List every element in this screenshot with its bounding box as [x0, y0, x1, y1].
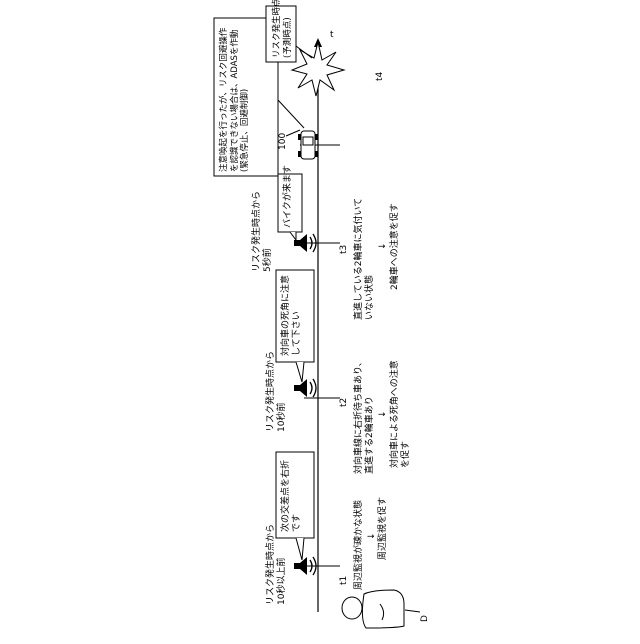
stage2-arrow: ↓	[378, 410, 389, 418]
stage1-action: 周辺監視を促す	[378, 497, 389, 560]
stage2-action: 対向車による死角への注意を促す	[390, 360, 412, 468]
adas-note-text: 注意喚起を行ったが、リスク回避操作を認識できない場合は、ADASを作動(緊急停止…	[219, 28, 251, 172]
stage3-action: 2輪車への注意を促す	[390, 203, 401, 290]
stage2-timing: リスク発生時点から10秒前	[266, 351, 288, 432]
stage3-arrow: ↓	[378, 242, 389, 250]
stage1-timing: リスク発生時点から10秒以上前	[266, 524, 288, 605]
vehicle-ref: 100	[278, 133, 288, 150]
speaker-icon	[294, 379, 316, 397]
marker-t4: t4	[375, 72, 385, 81]
marker-t3: t3	[339, 245, 349, 254]
marker-t2: t2	[339, 398, 349, 407]
stage1-situation: 周辺監視が疎かな状態	[354, 500, 365, 590]
car-icon	[298, 131, 318, 159]
risk-burst-icon	[292, 42, 344, 96]
stage2-speech: 対向車の死角に注意して下さい	[281, 275, 303, 356]
stage2-situation: 対向車線に右折待ち車あり、直進する2輪車あり	[354, 357, 376, 474]
stage3-speech: バイクが来ます	[283, 165, 294, 228]
vehicle-ref-leader	[286, 130, 300, 136]
driver-ref-leader	[405, 610, 420, 612]
stage1-arrow: ↓	[367, 532, 378, 540]
time-axis-end-label: t	[330, 30, 334, 40]
stage3-situation: 直進している2輪車に気付いていない状態	[354, 198, 376, 320]
risk-point-label: リスク発生時点(予測時点)	[272, 0, 294, 58]
marker-t1: t1	[339, 576, 349, 585]
driver-figure-icon	[342, 590, 404, 628]
driver-ref: D	[420, 615, 430, 622]
stage3-timing: リスク発生時点から5秒前	[252, 191, 274, 272]
stage1-speech: 次の交差点を右折です	[281, 460, 303, 532]
